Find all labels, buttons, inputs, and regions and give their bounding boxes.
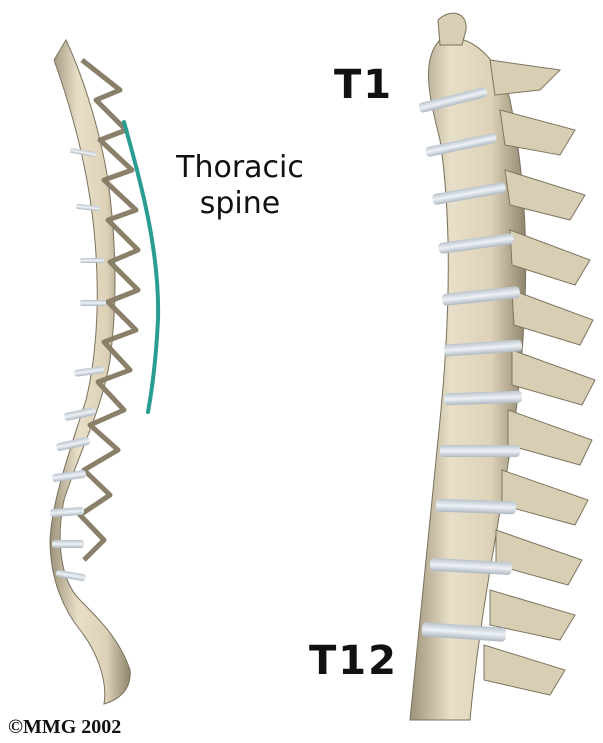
- t12-label: T12: [309, 638, 398, 684]
- thoracic-spine-closeup-illustration: [410, 13, 595, 720]
- copyright-notice: ©MMG 2002: [8, 716, 121, 739]
- thoracic-label-line1: Thoracic: [160, 150, 320, 186]
- thoracic-spine-label: Thoracic spine: [160, 150, 320, 222]
- t1-label: T1: [334, 62, 393, 108]
- full-spine-illustration: [50, 40, 138, 704]
- thoracic-label-line2: spine: [160, 186, 320, 222]
